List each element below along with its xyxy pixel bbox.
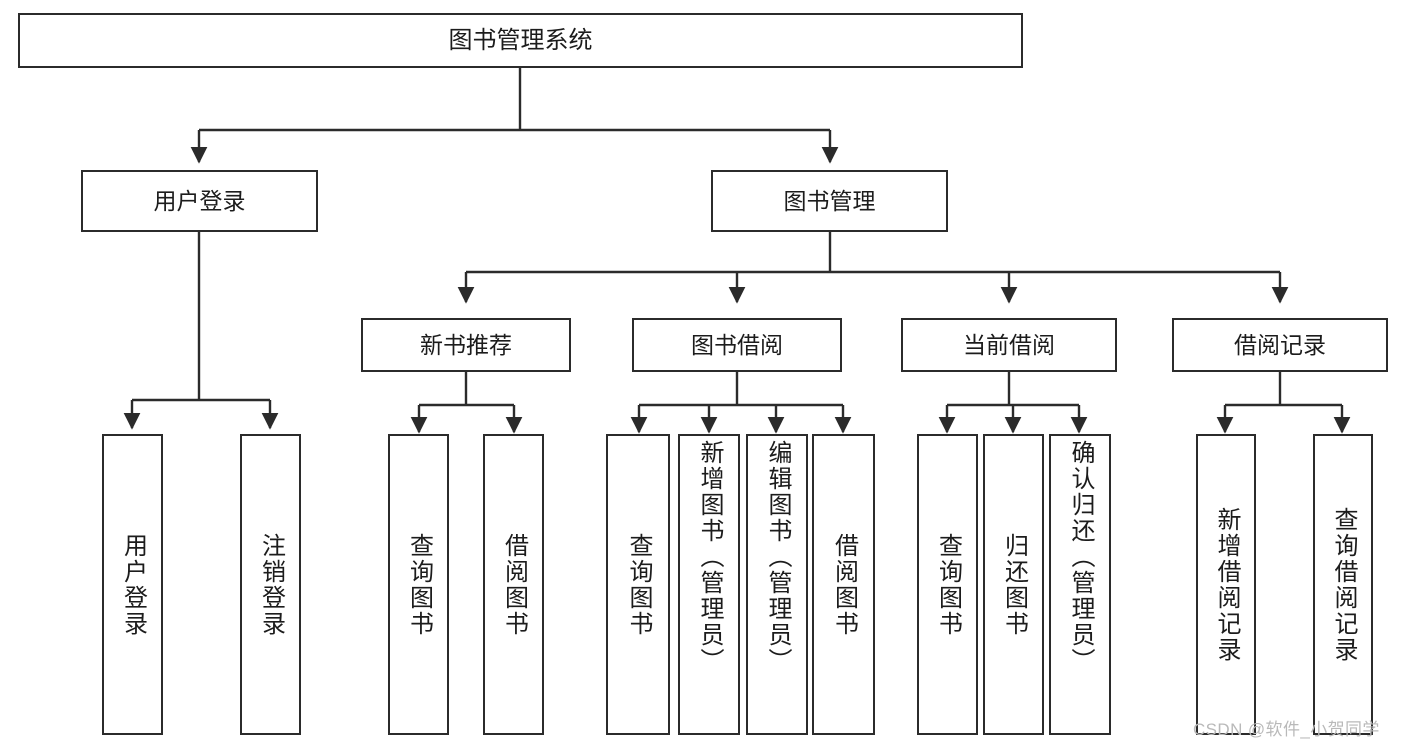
node-new-book-recommend-label: 新书推荐	[420, 331, 512, 358]
leaf-query-book-new-label: 查询图书	[405, 532, 433, 637]
leaf-add-borrow-record-label: 新增借阅记录	[1213, 506, 1240, 663]
node-current-borrow-label: 当前借阅	[963, 331, 1055, 358]
leaf-logout[interactable]: 注销登录	[240, 434, 301, 735]
leaf-query-book-current[interactable]: 查询图书	[917, 434, 978, 735]
node-current-borrow[interactable]: 当前借阅	[901, 318, 1117, 372]
leaf-add-book-admin-label: 新增图书（管理员）	[696, 440, 723, 674]
node-borrow-record-label: 借阅记录	[1234, 331, 1326, 358]
leaf-confirm-return-admin[interactable]: 确认归还（管理员）	[1049, 434, 1111, 735]
node-root-label: 图书管理系统	[448, 26, 593, 54]
node-book-borrow[interactable]: 图书借阅	[632, 318, 842, 372]
leaf-edit-book-admin-label: 编辑图书（管理员）	[764, 440, 791, 674]
leaf-borrow-book[interactable]: 借阅图书	[812, 434, 875, 735]
node-book-management[interactable]: 图书管理	[711, 170, 948, 232]
node-book-borrow-label: 图书借阅	[691, 331, 783, 358]
leaf-return-book-label: 归还图书	[1000, 532, 1028, 637]
node-borrow-record[interactable]: 借阅记录	[1172, 318, 1388, 372]
leaf-borrow-book-label: 借阅图书	[830, 532, 858, 637]
leaf-query-book-borrow-label: 查询图书	[625, 532, 652, 637]
csdn-watermark: CSDN @软件_小贺同学	[1193, 720, 1380, 739]
node-book-management-label: 图书管理	[783, 187, 876, 214]
leaf-borrow-book-new-label: 借阅图书	[500, 532, 528, 637]
node-user-login[interactable]: 用户登录	[81, 170, 318, 232]
leaf-query-book-current-label: 查询图书	[934, 532, 962, 637]
leaf-add-borrow-record[interactable]: 新增借阅记录	[1196, 434, 1256, 735]
node-root[interactable]: 图书管理系统	[18, 13, 1023, 68]
leaf-user-login[interactable]: 用户登录	[102, 434, 163, 735]
node-user-login-label: 用户登录	[153, 187, 246, 214]
leaf-confirm-return-admin-label: 确认归还（管理员）	[1067, 440, 1094, 674]
leaf-return-book[interactable]: 归还图书	[983, 434, 1044, 735]
leaf-logout-label: 注销登录	[257, 532, 285, 637]
leaf-query-book-borrow[interactable]: 查询图书	[606, 434, 670, 735]
leaf-query-borrow-record[interactable]: 查询借阅记录	[1313, 434, 1373, 735]
leaf-borrow-book-new[interactable]: 借阅图书	[483, 434, 544, 735]
leaf-edit-book-admin[interactable]: 编辑图书（管理员）	[746, 434, 808, 735]
node-new-book-recommend[interactable]: 新书推荐	[361, 318, 571, 372]
leaf-query-borrow-record-label: 查询借阅记录	[1330, 506, 1357, 663]
leaf-user-login-label: 用户登录	[119, 532, 147, 637]
leaf-query-book-new[interactable]: 查询图书	[388, 434, 449, 735]
leaf-add-book-admin[interactable]: 新增图书（管理员）	[678, 434, 740, 735]
